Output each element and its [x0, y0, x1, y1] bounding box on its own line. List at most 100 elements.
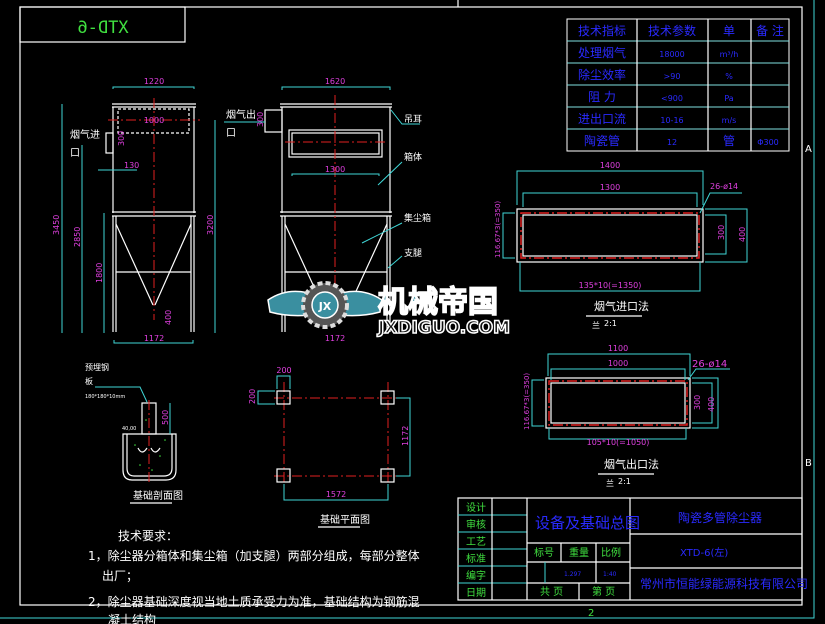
callout-lifting-lug: 吊耳 [404, 114, 422, 125]
inlet-dim-outer-h: 400 [738, 227, 747, 242]
product-name: 陶瓷多管除尘器 [678, 510, 762, 525]
spec-cell: Pa [724, 94, 733, 103]
dim-total-height: 3450 [52, 215, 61, 235]
spec-cell: 陶瓷管 [584, 133, 620, 148]
dim-span-x: 1572 [326, 490, 346, 499]
spec-header: 技术参数 [648, 23, 696, 38]
foundation-plan: 200 200 1172 1572 基础平面图 [248, 366, 411, 528]
role-standard: 标准 [466, 553, 486, 565]
spec-cell: 18000 [659, 50, 684, 59]
spec-cell: Φ300 [757, 138, 779, 147]
plate-size: 180*180*10mm [85, 394, 125, 400]
grid-marker-b: B [805, 458, 812, 469]
outlet-scale-prefix: 兰 [606, 478, 614, 488]
role-date: 日期 [466, 587, 486, 599]
col-header-weight: 重量 [569, 546, 589, 559]
drawing-number-mirrored: XTD-6 [77, 18, 128, 38]
tech-req-item: 1，除尘器分箱体和集尘箱（加支腿）两部分组成，每部分整体 [88, 548, 420, 563]
tech-req-item: 凝土结构 [108, 612, 156, 624]
role-process: 工艺 [466, 536, 486, 548]
spec-cell: 阻 力 [588, 90, 616, 104]
tech-req-item: 2，除尘器基础深度视当地土质承受力为准，基础结构为钢筋混 [88, 594, 420, 609]
dim-leg-span: 1172 [144, 334, 164, 343]
role-sign: 编字 [466, 569, 486, 582]
inlet-label-2: 口 [70, 148, 80, 159]
spec-cell: 12 [667, 138, 677, 147]
dim-span-y: 1172 [401, 426, 410, 446]
dim-small: 40,00 [122, 426, 136, 432]
spec-cell: 进出口流 [578, 112, 626, 126]
inlet-dim-inner-w: 1300 [600, 183, 620, 192]
total-pages: 共 页 [540, 586, 563, 598]
dim-leg-span: 1172 [325, 334, 345, 343]
watermark-emblem: JX [318, 300, 332, 313]
inlet-label: 烟气进 [70, 128, 100, 141]
outlet-dim-holes: 26-ø14 [692, 359, 727, 370]
dim-front-inner: 1000 [144, 116, 164, 125]
inlet-flange-view: 1400 1300 26-ø14 300 400 116.67*3(=350) … [494, 161, 748, 330]
inlet-scale-prefix: 兰 [592, 320, 600, 330]
outlet-dim-inner-h: 300 [693, 395, 702, 410]
inlet-dim-holes: 26-ø14 [710, 182, 738, 191]
outlet-label-2: 口 [226, 128, 236, 139]
col-header-number: 标号 [534, 547, 554, 559]
outlet-dim-inner-w: 1000 [608, 359, 628, 368]
tech-requirements: 技术要求： 1，除尘器分箱体和集尘箱（加支腿）两部分组成，每部分整体 出厂； 2… [88, 529, 420, 624]
inlet-dim-left: 116.67*3(=350) [494, 201, 502, 258]
dim-h2: 2850 [73, 227, 82, 247]
grid-marker-a: A [805, 144, 812, 155]
spec-cell: m³/h [720, 50, 739, 59]
inlet-dim-bottom: 135*10(=1350) [579, 281, 642, 290]
dim-front-width: 1220 [144, 77, 164, 86]
dim-side-inner: 1300 [325, 165, 345, 174]
inlet-dim-outer-w: 1400 [600, 161, 620, 170]
scale-value: 1:40 [603, 571, 617, 578]
dim-h4: 3200 [206, 215, 215, 235]
front-view: 1220 1000 300 130 3450 2850 1800 3200 40… [52, 77, 216, 344]
dim-pad-w: 200 [276, 366, 291, 375]
grid-marker-column: 2 [588, 608, 594, 619]
dim-offset: 130 [124, 161, 139, 170]
inlet-flange-scale: 2:1 [604, 319, 617, 328]
watermark-en: JXDIGUO.COM [377, 318, 510, 338]
outlet-dim-left: 116.67*3(=350) [523, 373, 531, 430]
spec-cell: 10-16 [660, 116, 683, 125]
spec-cell: 管 [723, 133, 735, 148]
foundation-section: 预埋钢 板 180*180*10mm 500 40,00 基础剖面图 [85, 362, 183, 504]
callout-support-leg: 支腿 [404, 247, 422, 259]
spec-header: 技术指标 [578, 23, 626, 38]
model: XTD-6(左) [680, 546, 728, 559]
role-review: 审核 [466, 518, 486, 531]
outlet-flange-view: 1100 1000 26-ø14 300 400 116.67*3(=350) … [523, 344, 730, 488]
tech-req-title: 技术要求： [118, 529, 178, 543]
spec-cell: % [725, 72, 733, 81]
spec-header: 单 [723, 24, 735, 38]
embedded-plate-label-2: 板 [85, 376, 93, 386]
watermark-logo: JX 机械帝国 JXDIGUO.COM [267, 281, 511, 339]
outlet-dim-bottom: 105*10(=1050) [587, 438, 650, 447]
drawing-frame [19, 6, 803, 606]
inlet-dim-inner-h: 300 [717, 225, 726, 240]
tech-req-item: 出厂； [102, 569, 138, 583]
callout-dust-box: 集尘箱 [404, 212, 431, 224]
company-name: 常州市恒能绿能源科技有限公司 [640, 576, 808, 591]
col-header-scale: 比例 [601, 546, 621, 559]
dim-outlet-h: 300 [256, 112, 265, 127]
embedded-plate-label: 预埋钢 [85, 362, 109, 372]
title-block: 设计 审核 工艺 标准 编字 日期 标号 重量 比例 共 页 第 页 设备及基础… [457, 497, 808, 601]
outlet-flange-title: 烟气出口法 [604, 457, 659, 471]
spec-cell: 除尘效率 [578, 67, 626, 82]
callout-box-body: 箱体 [404, 151, 422, 163]
inlet-flange-title: 烟气进口法 [594, 299, 649, 313]
outer-frame [0, 0, 815, 619]
page-number: 第 页 [592, 585, 615, 598]
dim-outlet-h: 400 [164, 310, 173, 325]
spec-table: 技术指标 技术参数 单 备 注 处理烟气 18000 m³/h 除尘效率 >90… [566, 18, 790, 152]
dim-h3: 1800 [95, 263, 104, 283]
spec-cell: >90 [664, 72, 681, 81]
dim-side-width: 1620 [325, 77, 345, 86]
role-design: 设计 [466, 501, 486, 514]
dim-depth: 500 [161, 410, 170, 425]
weight-value: 1.297 [564, 571, 581, 578]
